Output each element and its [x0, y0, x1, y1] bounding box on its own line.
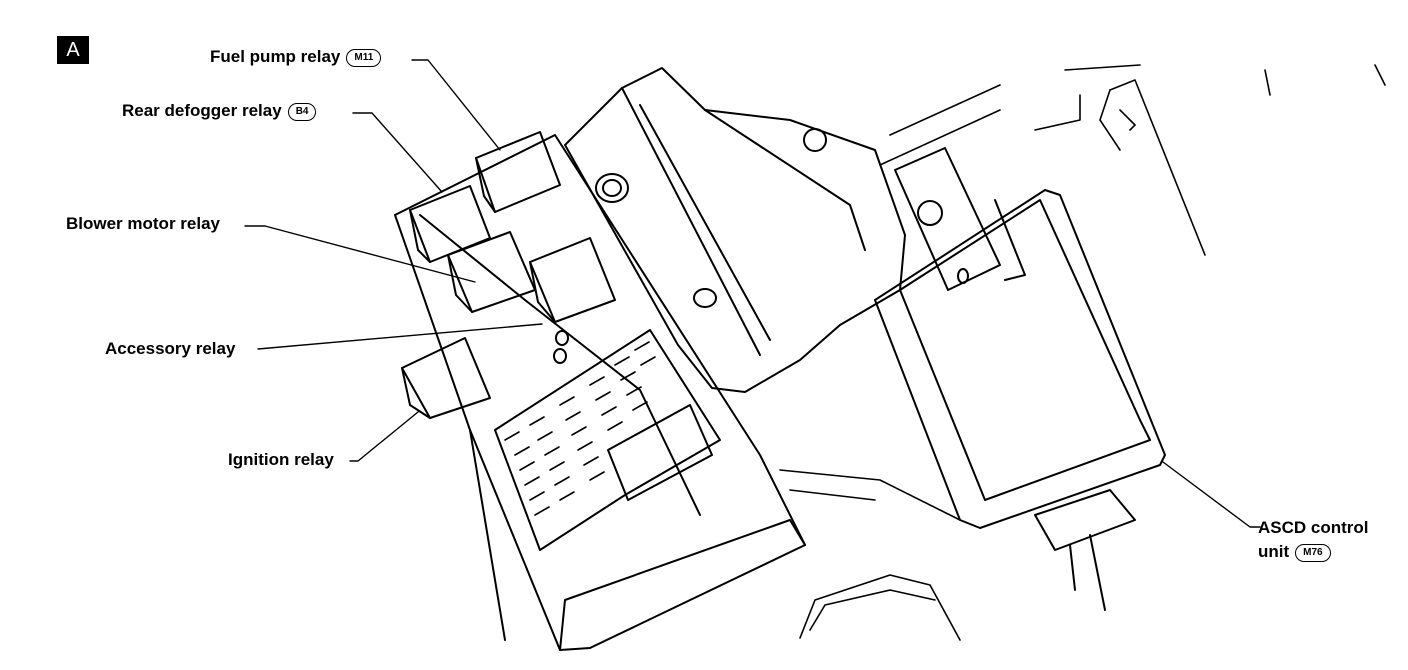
accessory-relay-block: [530, 238, 615, 322]
fuel-pump-relay-text: Fuel pump relay: [210, 47, 341, 66]
connector-m11-badge: M11: [346, 49, 382, 67]
blower-motor-relay-text: Blower motor relay: [66, 214, 220, 233]
ascd-control-unit-label: ASCD control unit M76: [1258, 518, 1369, 562]
panel-badge: A: [57, 36, 89, 64]
rear-defogger-relay-label: Rear defogger relay B4: [122, 101, 317, 121]
ignition-relay-text: Ignition relay: [228, 450, 334, 469]
accessory-relay-text: Accessory relay: [105, 339, 236, 358]
ascd-control-unit-line2: unit M76: [1258, 542, 1369, 562]
ascd-control-unit-text-line1: ASCD control: [1258, 518, 1369, 537]
connector-b4-badge: B4: [287, 103, 317, 121]
fuel-pump-relay-label: Fuel pump relay M11: [210, 47, 382, 67]
blower-motor-relay-label: Blower motor relay: [66, 214, 220, 234]
ascd-control-unit-text-line2: unit: [1258, 542, 1290, 561]
accessory-relay-label: Accessory relay: [105, 339, 235, 359]
rear-defogger-relay-text: Rear defogger relay: [122, 101, 282, 120]
ignition-relay-block: [402, 338, 490, 418]
leader-lines: [245, 60, 1260, 527]
connector-m76-badge: M76: [1295, 544, 1331, 562]
fuse-block: [395, 135, 805, 650]
ignition-relay-label: Ignition relay: [228, 450, 334, 470]
background-structure: [780, 65, 1385, 640]
mounting-bracket: [565, 68, 905, 392]
fuel-pump-relay-block: [476, 132, 560, 212]
rear-defogger-relay-block: [410, 186, 490, 262]
ascd-control-unit: [875, 148, 1165, 610]
